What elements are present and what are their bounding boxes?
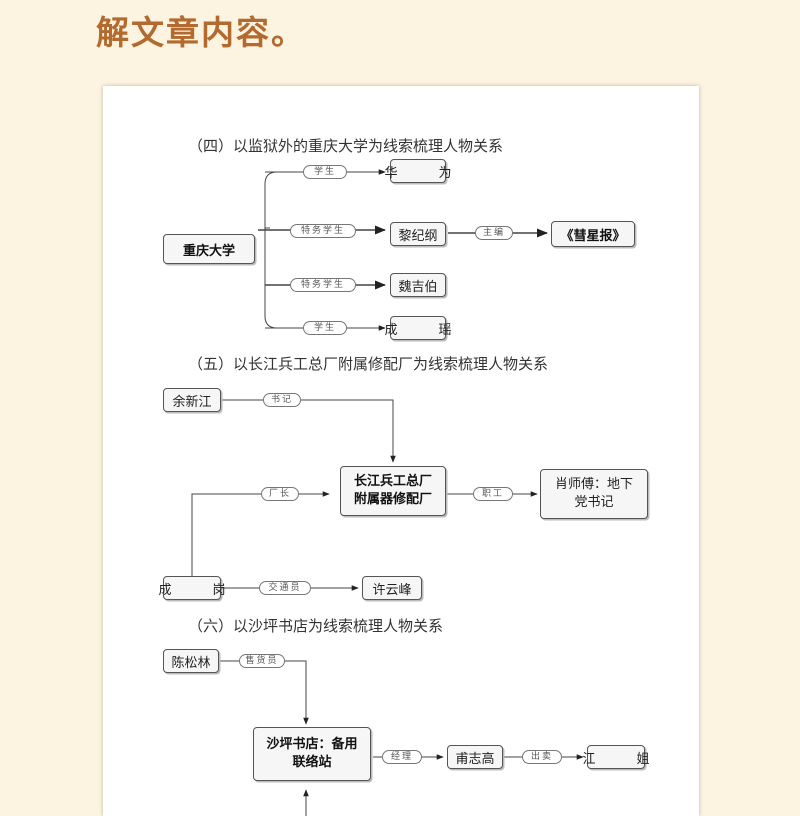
node-xuyunfeng: 许云峰: [362, 576, 422, 600]
edge-label: 厂长: [261, 487, 299, 501]
edge-label: 交通员: [259, 581, 311, 595]
section-title: （五）以长江兵工总厂附属修配厂为线索梳理人物关系: [188, 355, 549, 373]
edge-label: 出卖: [522, 750, 562, 764]
edge-label: 特务学生: [290, 278, 356, 292]
node-chenggang: 成 岗: [159, 576, 226, 600]
book-page: （四）以监狱外的重庆大学为线索梳理人物关系 重庆大学 华 为 黎纪纲 《彗星报》…: [103, 86, 699, 816]
bracket-line: [264, 171, 385, 229]
edge-label: 学生: [303, 165, 347, 179]
section-title: （四）以监狱外的重庆大学为线索梳理人物关系: [188, 137, 504, 155]
node-chongqing-university: 重庆大学: [163, 234, 255, 264]
section-title: （六）以沙坪书店为线索梳理人物关系: [188, 617, 444, 635]
node-repair-factory: 长江兵工总厂附属器修配厂: [340, 466, 446, 516]
node-jiangjie: 江 姐: [583, 745, 650, 769]
node-chensonglin: 陈松林: [163, 649, 219, 673]
node-lijigang: 黎纪纲: [390, 222, 446, 246]
edge-label: 售货员: [239, 654, 285, 668]
edge-label: 书记: [263, 393, 301, 407]
node-fuzhigao: 甫志高: [447, 745, 503, 769]
edge-label: 主编: [475, 226, 513, 240]
edge-label: 学生: [303, 321, 347, 335]
edge-label: 特务学生: [290, 224, 356, 238]
edge-line: [217, 660, 309, 725]
node-yuxinjiang: 余新江: [163, 388, 221, 412]
page-heading: 解文章内容。: [96, 13, 306, 52]
node-comet-newspaper: 《彗星报》: [551, 221, 635, 247]
edge-label: 职工: [473, 487, 513, 501]
node-huawei: 华 为: [385, 159, 452, 183]
connector-lines: [191, 169, 584, 816]
node-weijibo: 魏吉伯: [390, 273, 446, 297]
edge-label: 经理: [382, 750, 422, 764]
edge-line: [221, 399, 396, 463]
node-chengyao: 成 瑶: [385, 316, 452, 340]
node-shaping-bookstore: 沙坪书店：备用联络站: [253, 727, 371, 781]
edge-line: [191, 491, 330, 576]
node-master-xiao: 肖师傅：地下党书记: [540, 469, 648, 519]
